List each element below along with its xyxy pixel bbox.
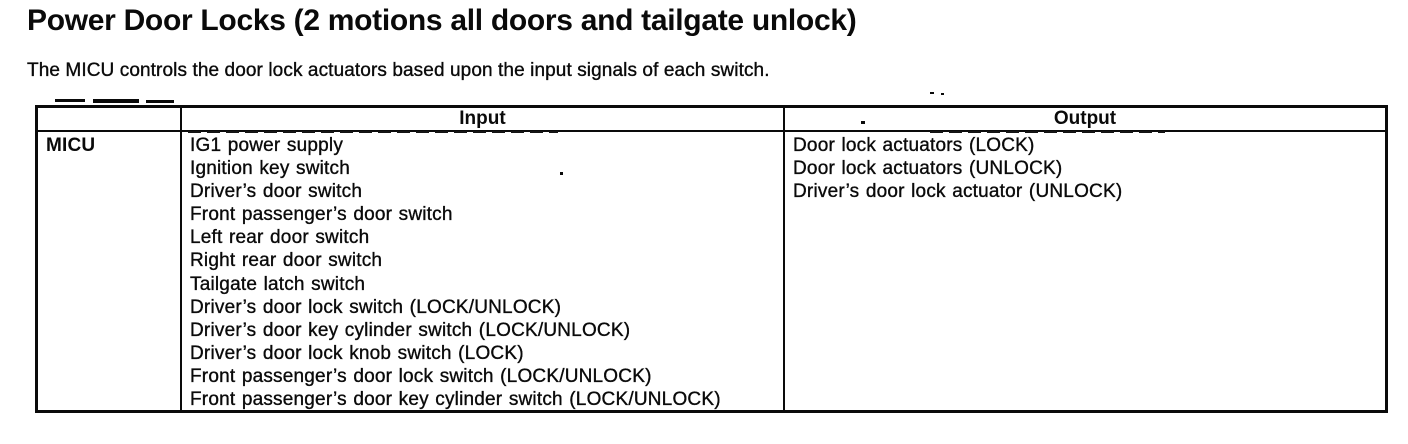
table-line-item: Door lock actuators (UNLOCK) (793, 158, 1063, 180)
table-line-item: Tailgate latch switch (190, 273, 366, 295)
table-line-item: Left rear door switch (190, 227, 370, 249)
table-line-item: Driver’s door lock switch (LOCK/UNLOCK) (190, 296, 562, 318)
scan-artifact (930, 131, 1165, 133)
table-line-item: Driver’s door key cylinder switch (LOCK/… (190, 319, 631, 341)
table-header-component (38, 108, 182, 132)
table-line-item: Driver’s door lock knob switch (LOCK) (190, 342, 524, 364)
table-cell-component: MICU (38, 132, 182, 410)
scan-artifact (861, 121, 865, 124)
scan-artifact (560, 172, 563, 175)
table-header-output: Output (785, 108, 1385, 132)
page-description: The MICU controls the door lock actuator… (27, 60, 770, 81)
table-line-item: Driver’s door lock actuator (UNLOCK) (793, 181, 1123, 203)
table-line-item: Right rear door switch (190, 250, 383, 272)
page-title: Power Door Locks (2 motions all doors an… (27, 4, 857, 37)
table-line-item: Driver’s door switch (190, 181, 363, 203)
table-line-item: Door lock actuators (LOCK) (793, 135, 1035, 156)
scan-artifact (55, 99, 85, 102)
scan-artifact (146, 100, 174, 103)
component-label: MICU (46, 135, 96, 156)
table-line-item: IG1 power supply (190, 135, 344, 156)
table-cell-outputs: Door lock actuators (LOCK)Door lock actu… (785, 132, 1385, 410)
scan-artifact (941, 93, 944, 95)
scan-artifact (188, 131, 558, 133)
scan-artifact (93, 99, 139, 103)
scan-artifact (930, 92, 934, 94)
table-header-input: Input (182, 108, 785, 132)
table-line-item: Front passenger’s door key cylinder swit… (190, 389, 721, 410)
table-line-item: Front passenger’s door lock switch (LOCK… (190, 365, 652, 387)
table-line-item: Front passenger’s door switch (190, 204, 453, 226)
table-line-item: Ignition key switch (190, 158, 350, 180)
